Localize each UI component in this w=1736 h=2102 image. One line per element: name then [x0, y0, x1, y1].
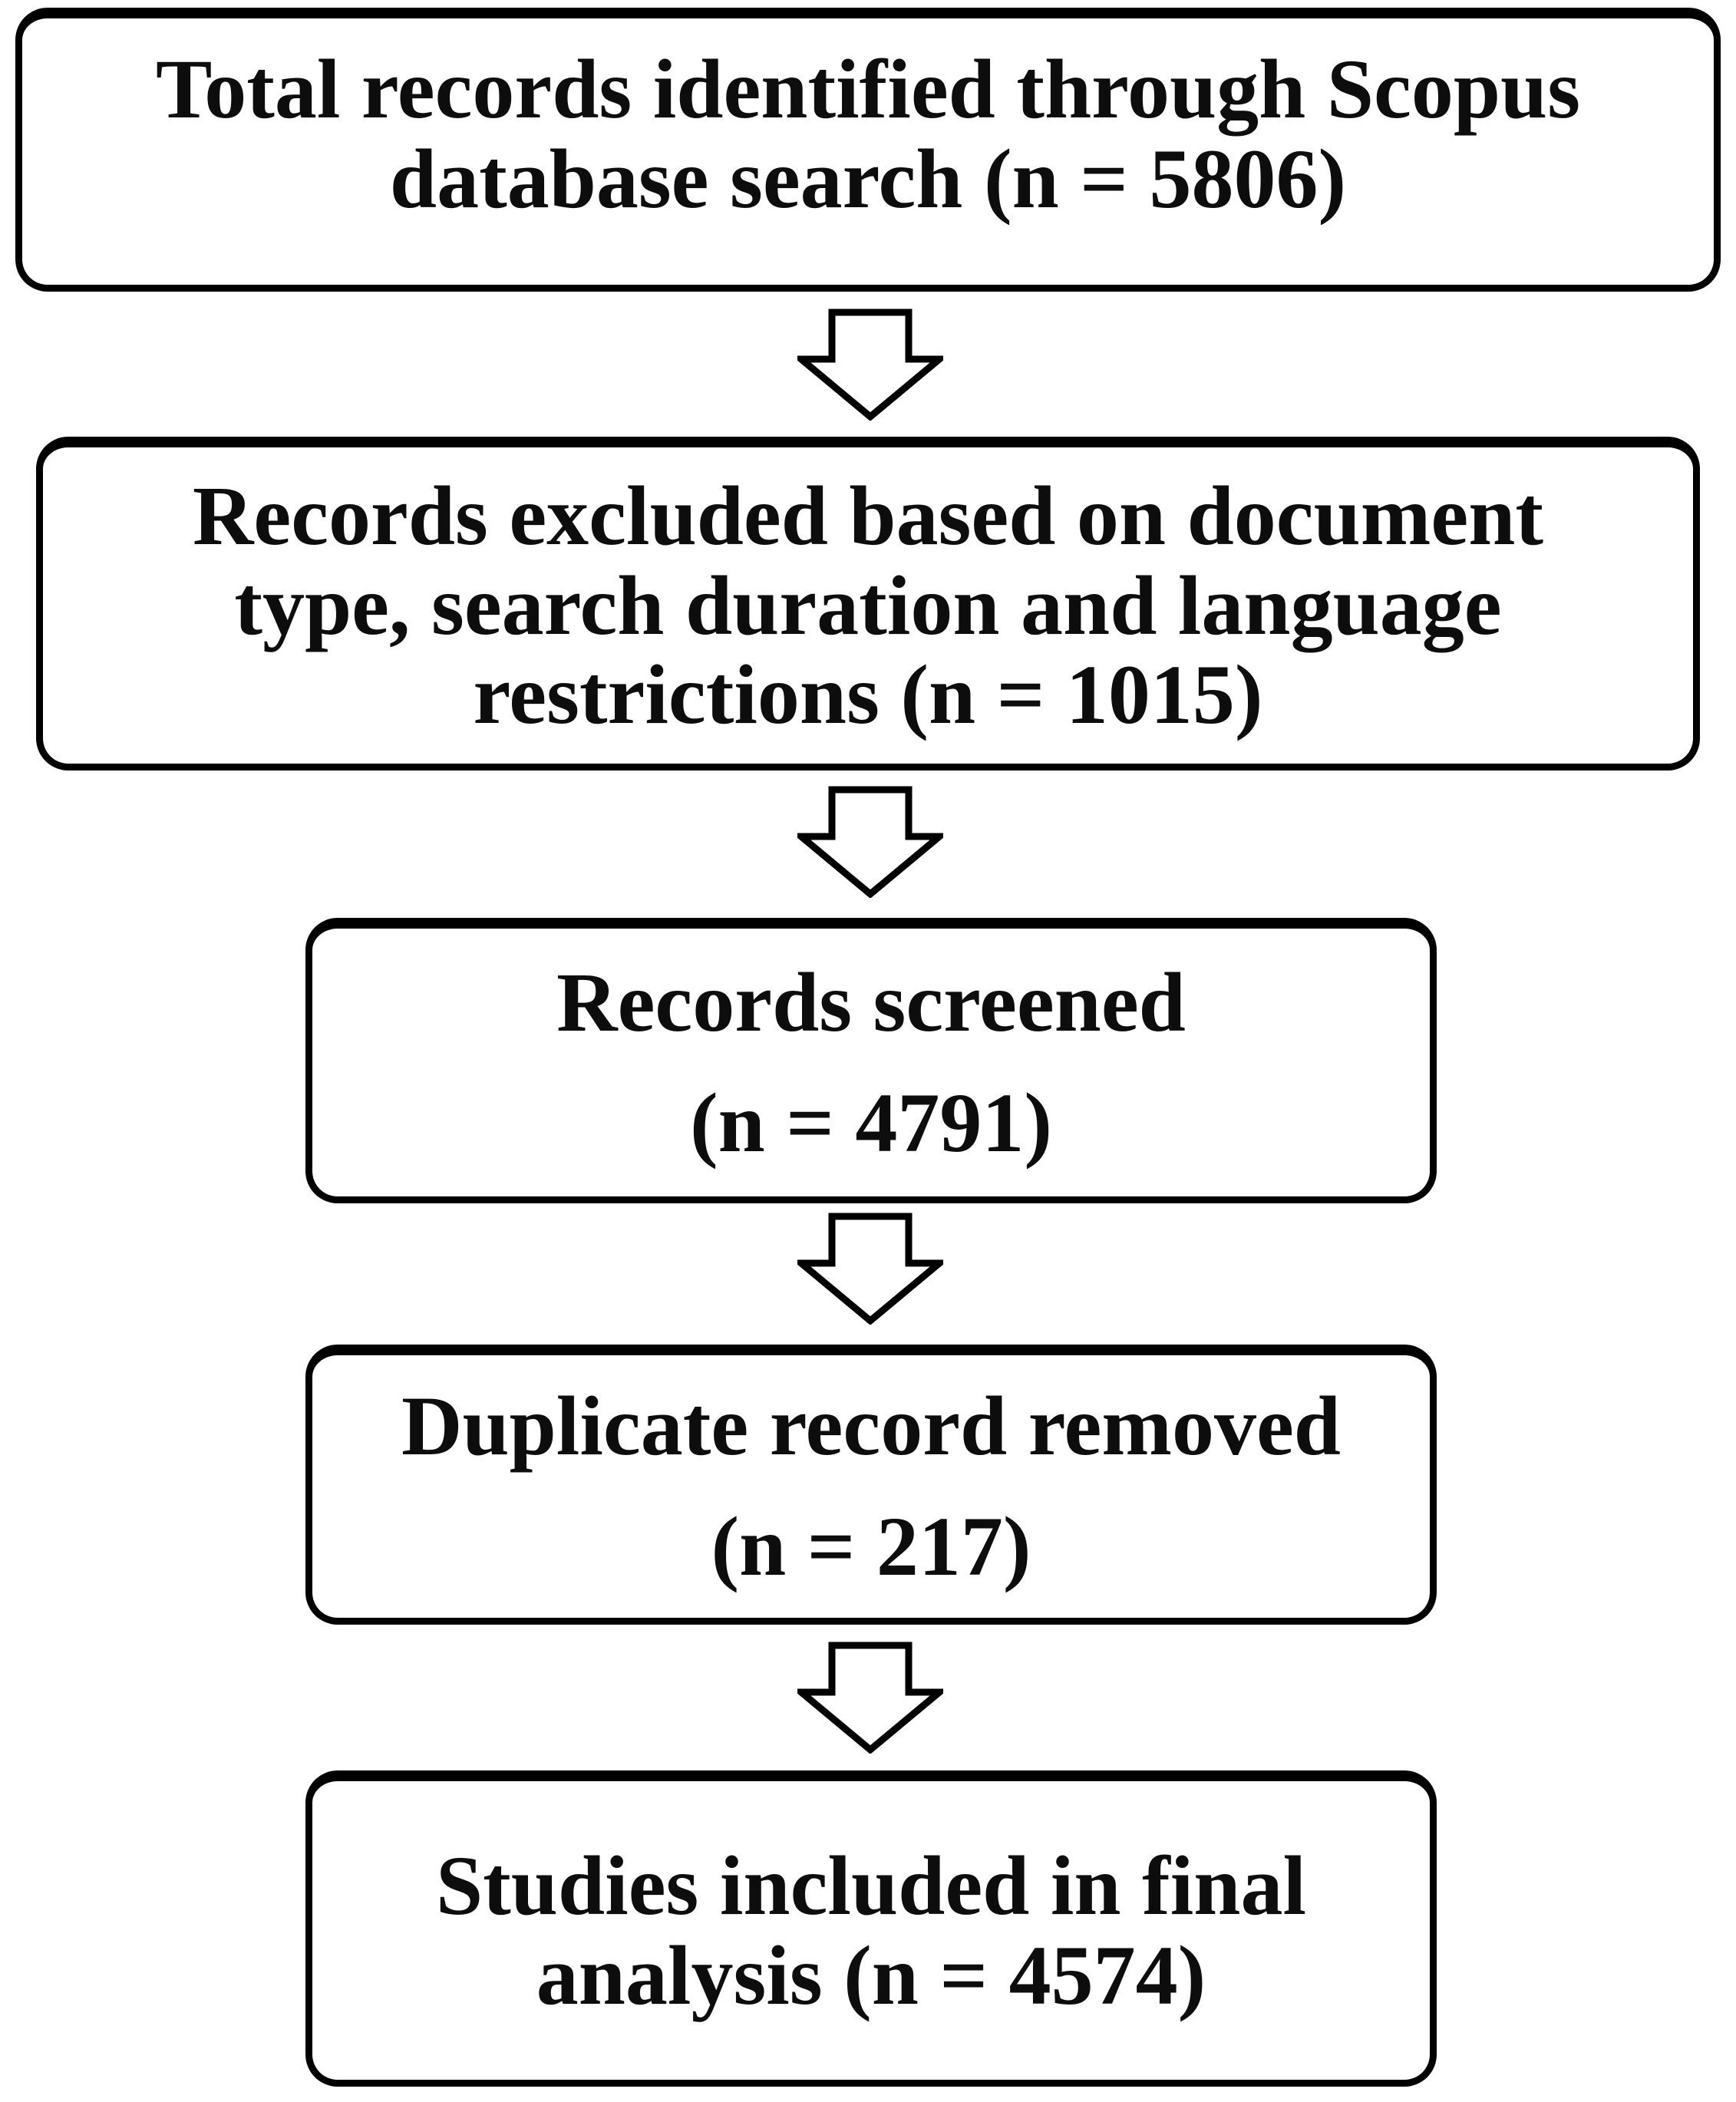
box-text-line: database search (n = 5806) — [389, 131, 1347, 226]
box-text-line: Total records identified through Scopus — [155, 41, 1581, 136]
down-arrow-icon — [797, 786, 943, 898]
box-text-line: Duplicate record removed — [401, 1379, 1341, 1473]
flow-box-studies-included: Studies included in final analysis (n = … — [305, 1770, 1437, 2087]
box-text-line: Records excluded based on document — [192, 469, 1544, 563]
box-text-line: restrictions (n = 1015) — [473, 648, 1263, 742]
down-arrow-icon — [797, 1213, 943, 1325]
flow-box-records-excluded: Records excluded based on document type,… — [36, 437, 1700, 771]
box-text-line: type, search duration and language — [234, 558, 1502, 652]
box-text-line: analysis (n = 4574) — [536, 1928, 1206, 2022]
box-text-line: Studies included in final — [436, 1838, 1306, 1932]
flow-box-records-screened: Records screened (n = 4791) — [305, 918, 1437, 1203]
flow-box-duplicates-removed: Duplicate record removed (n = 217) — [305, 1345, 1437, 1625]
box-text-line: (n = 4791) — [689, 1075, 1053, 1170]
box-text-line: Records screened — [556, 955, 1186, 1049]
down-arrow-icon — [797, 309, 943, 421]
box-text-line: (n = 217) — [711, 1500, 1031, 1593]
flow-box-records-identified: Total records identified through Scopus … — [15, 8, 1721, 292]
down-arrow-icon — [797, 1642, 943, 1754]
